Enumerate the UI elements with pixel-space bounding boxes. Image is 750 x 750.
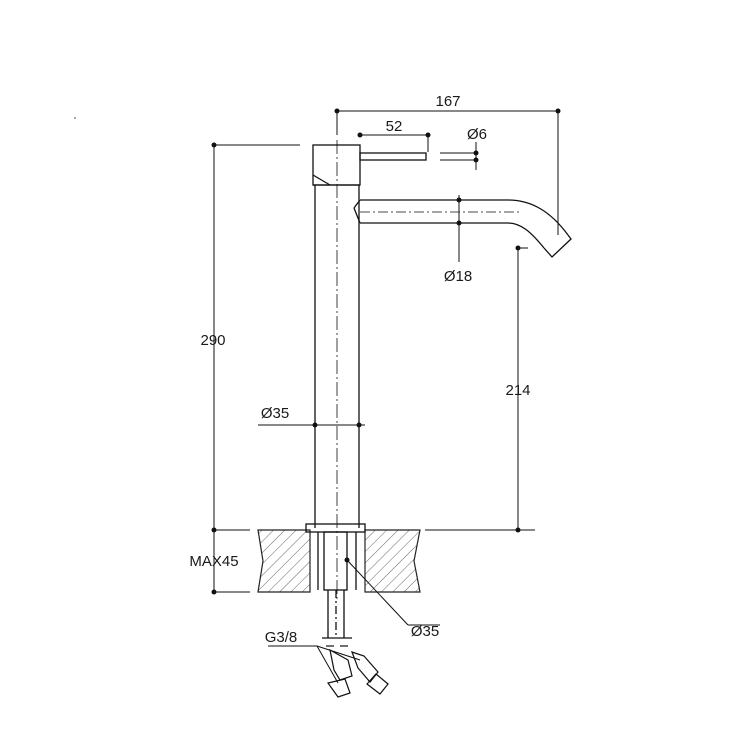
stray-mark — [74, 117, 76, 119]
dim-overall-width: 167 — [435, 93, 460, 110]
dim-handle-diameter: Ø6 — [467, 126, 487, 143]
dim-overall-height: 290 — [200, 332, 225, 349]
dim-handle-length: 52 — [386, 118, 403, 135]
dim-body-diameter: Ø35 — [261, 405, 289, 422]
dimension-lines — [213, 110, 559, 684]
supply-hoses — [322, 637, 389, 698]
dim-connection-thread: G3/8 — [265, 629, 298, 646]
dim-spout-diameter: Ø18 — [444, 268, 472, 285]
dim-max-deck-thickness: MAX45 — [189, 553, 238, 570]
dim-spout-height: 214 — [505, 382, 530, 399]
countertop-section — [257, 529, 421, 593]
faucet-body — [305, 140, 572, 638]
dim-base-diameter: Ø35 — [411, 623, 439, 640]
dimension-dots — [211, 108, 561, 595]
